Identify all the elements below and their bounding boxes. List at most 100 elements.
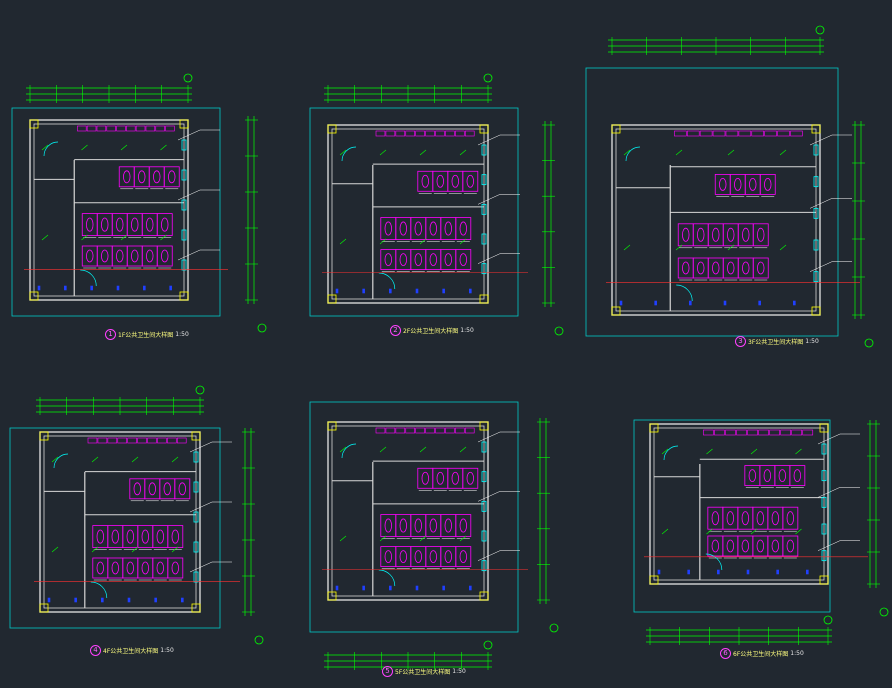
toilet-bowl [712,227,720,242]
sink-fixture [193,451,199,463]
fixture-strip-cell [405,130,415,137]
sink-fixture [481,233,487,245]
leader-line [477,550,501,561]
slope-mark [339,149,347,156]
toilet-stall [395,249,412,271]
floor-plan-6 [633,419,889,645]
toilet-stall [425,514,442,537]
slope-mark [661,528,669,535]
toilet-stall [122,557,139,579]
fixture-strip-cell [375,130,386,137]
toilet-stall [737,223,754,247]
toilet-stall [707,257,724,279]
toilet-stall [752,506,769,530]
toilet-stall [462,170,479,192]
toilet-stall [107,525,124,548]
toilet-stall [432,170,449,192]
sink-fixture [193,481,199,493]
sink-fixture [181,259,187,271]
toilet-bowl [742,261,750,275]
toilet-stall [447,467,464,489]
axis-bubble [483,73,493,83]
slope-mark [339,446,347,453]
slope-mark [41,144,49,151]
toilet-bowl [727,227,735,242]
floor-drain-mark [116,285,120,291]
toilet-stall [96,213,113,237]
leader-line [809,134,833,146]
plan-scale: 1:50 [175,331,189,338]
floor-drain-mark [74,597,77,603]
column [327,124,337,134]
exterior-wall-inner [615,128,817,312]
plans-layer [9,25,889,670]
fixture-strip-cell [165,125,175,132]
sink-fixture [821,470,827,482]
fixture-strip-cell [435,130,445,137]
toilet-stall [440,217,457,240]
column [327,421,337,431]
exterior-wall-inner [331,128,485,300]
column [29,291,39,301]
door-swing [53,453,69,469]
toilet-stall [111,245,128,267]
plan-index-bubble: 6 [720,648,731,659]
toilet-stall [455,217,472,240]
toilet-stall [107,557,124,579]
toilet-stall [707,535,724,557]
leader-line [177,249,201,261]
sink-fixture [813,176,819,188]
toilet-stall [722,506,739,530]
fixture-strip-cell [176,437,187,444]
toilet-bowl [141,561,149,575]
toilet-bowl [163,482,171,496]
sink-fixture [813,239,819,251]
sink-fixture [481,174,487,186]
toilet-bowl [444,518,452,533]
floor-drain-mark [469,288,472,294]
sink-fixture [481,263,487,275]
leader-line [817,540,841,551]
toilet-bowl [126,561,134,575]
toilet-stall [759,465,776,487]
floor-drain-mark [143,285,146,291]
toilet-stall [455,514,472,537]
fixture-strip-cell [780,429,791,436]
floor-drain-mark [442,288,445,294]
toilet-bowl [771,511,780,526]
fixture-strip-cell [106,125,116,132]
toilet-bowl [123,170,131,184]
slope-mark [160,234,167,241]
fixture-strip-cell [137,437,147,444]
toilet-stall [380,546,397,567]
toilet-bowl [86,249,94,263]
toilet-bowl [96,561,104,575]
toilet-stall [677,223,694,247]
sink-fixture [481,203,487,215]
toilet-stall [159,478,176,500]
fixture-strip-cell [405,427,415,434]
plan-name: 2F公共卫生间大样图 [403,328,459,335]
toilet-bowl [148,482,156,496]
toilet-stall [714,173,731,195]
slope-mark [51,456,59,463]
floor-drain-mark [657,569,661,575]
leader-line [189,561,213,573]
fixture-strip-cell [703,429,714,436]
sink-fixture [481,144,487,156]
fixture-strip-cell [791,429,803,436]
column [479,421,489,431]
fixture-strip-cell [464,427,475,434]
toilet-bowl [111,529,119,544]
fixture-strip-cell [135,125,146,132]
toilet-stall [744,173,761,195]
toilet-stall [92,525,109,548]
fixture-strip-cell [802,429,814,436]
toilet-stall [410,217,427,240]
toilet-stall [126,213,143,237]
floor-drain-mark [389,585,392,591]
